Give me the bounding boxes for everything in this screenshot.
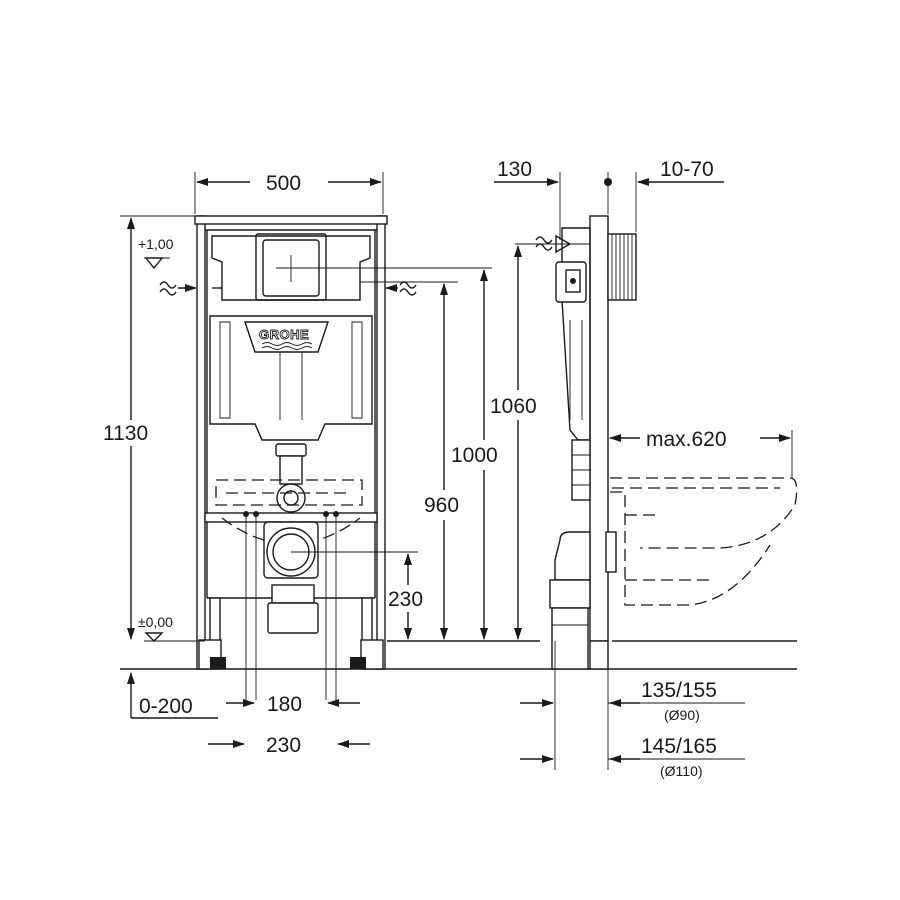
dim-height-1060: 1060 (490, 245, 537, 640)
dim-diam-90-label: (Ø90) (664, 707, 700, 723)
dim-height-960: 960 (424, 283, 459, 640)
water-inlet-left (159, 281, 222, 296)
grohe-logo: GROHE (259, 327, 309, 342)
dim-width-500: 500 (194, 172, 384, 214)
dim-width-label: 500 (266, 172, 301, 195)
dim-spacing-180: 180 (226, 693, 360, 716)
flush-pipe (275, 443, 307, 513)
dim-offset-110: 145/165 (Ø110) (520, 735, 745, 779)
dim-height-230: 230 (291, 551, 423, 640)
front-frame (194, 215, 388, 670)
dim-offset-110-label: 145/165 (641, 735, 717, 758)
dim-spacing-outer-label: 230 (266, 734, 301, 757)
outlet-pipe-front (243, 511, 339, 700)
dim-total-height-label: 1130 (103, 422, 148, 445)
dim-flush-height-label: 1000 (451, 444, 498, 467)
dim-height-1130: 1130 (103, 215, 195, 640)
water-inlet-right (360, 281, 458, 296)
flush-plate-opening (255, 233, 327, 301)
level-marker-top: +1,00 (138, 236, 174, 270)
dim-height-1000: 1000 (291, 267, 498, 640)
dim-wall-adjust-label: 10-70 (660, 158, 714, 181)
dim-foot-adjust: 0-200 (127, 672, 218, 719)
cistern: GROHE (209, 235, 373, 441)
bowl-outline-side (610, 477, 798, 606)
dim-spacing-inner-label: 180 (267, 693, 302, 716)
level-top-label: +1,00 (138, 236, 174, 252)
dim-offset-90-label: 135/155 (641, 679, 717, 702)
dim-spacing-230: 230 (208, 734, 370, 757)
side-frame (549, 215, 637, 670)
dim-drain-height-label: 960 (424, 494, 459, 517)
dim-diam-110-label: (Ø110) (660, 763, 703, 779)
dim-outlet-height-label: 230 (388, 588, 423, 611)
dim-max-bowl-label: max.620 (646, 428, 727, 451)
dim-wall-adjust: 10-70 (604, 158, 724, 232)
dim-max-620: max.620 (609, 428, 793, 478)
ribs (611, 234, 633, 300)
dim-supply-height-label: 1060 (490, 395, 537, 418)
level-marker-floor: ±0,00 (138, 614, 205, 642)
dim-offset-90: 135/155 (Ø90) (520, 641, 745, 770)
level-floor-label: ±0,00 (138, 614, 173, 630)
dim-depth-130: 130 (494, 158, 561, 240)
dim-depth-label: 130 (497, 158, 532, 181)
water-inlet-side (515, 234, 590, 254)
dim-foot-adjust-label: 0-200 (139, 695, 193, 718)
